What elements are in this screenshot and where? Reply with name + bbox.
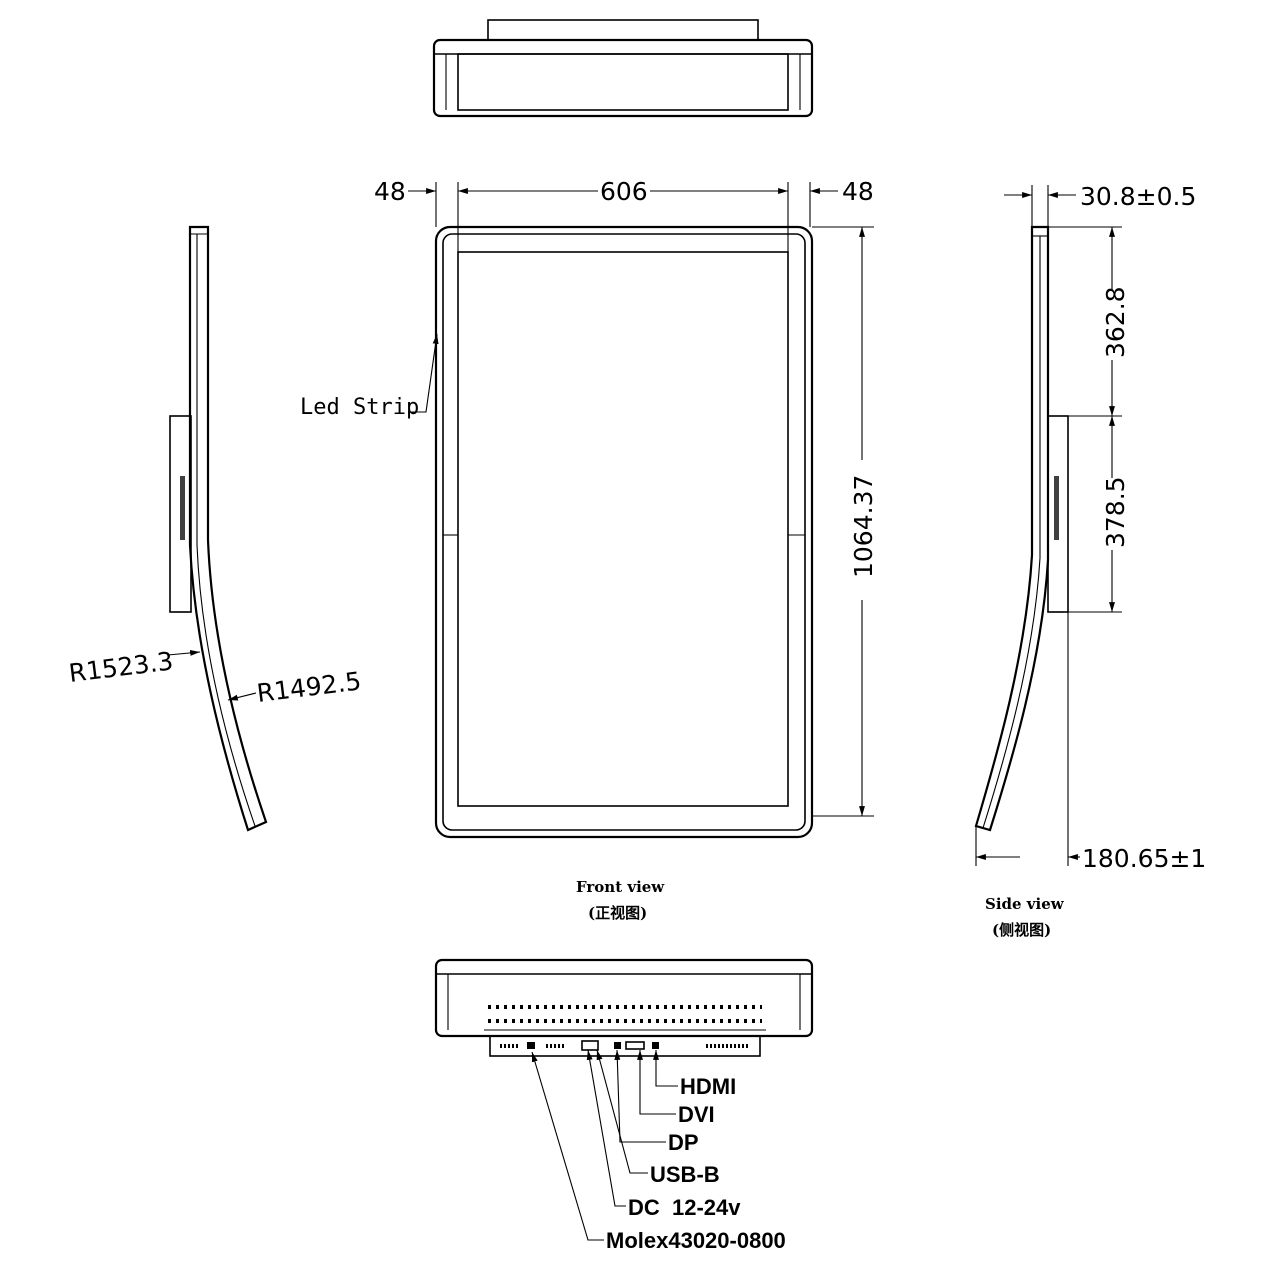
port-usb-b: USB-B [650,1162,720,1187]
vent-rows [488,1005,762,1023]
top-view [432,19,814,118]
side-view-caption: Side view [985,895,1065,913]
port-dc: DC 12-24v [628,1195,741,1220]
dim-thickness: 30.8±0.5 [1080,182,1196,211]
side-view: 30.8±0.5 362.8 378.5 180.65±1 Side view … [974,182,1206,939]
dim-left-margin: 48 [374,177,406,206]
front-view-caption-cn: (正视图) [588,904,647,922]
radius-outer: R1523.3 [67,646,175,688]
dim-depth: 180.65±1 [1082,844,1206,873]
vent-grille-left [180,476,185,540]
port-dvi: DVI [678,1102,715,1127]
bottom-view: HDMI DVI DP USB-B DC 12-24v Molex43020-0… [434,958,814,1253]
front-view-caption: Front view [576,878,665,896]
dim-width: 606 [600,177,648,206]
vent-grille-right [1054,476,1059,540]
port-dp: DP [668,1130,699,1155]
dim-upper: 362.8 [1101,286,1130,358]
connector-panel [500,1040,750,1051]
led-strip-label: Led Strip [300,395,419,420]
radius-inner: R1492.5 [255,666,363,708]
front-view: 48 606 48 1064.37 Led Strip Front view (… [300,177,878,922]
dim-box: 378.5 [1101,476,1130,548]
port-molex: Molex43020-0800 [606,1228,786,1253]
dim-height: 1064.37 [849,475,878,578]
side-view-caption-cn: (侧视图) [992,921,1051,939]
port-hdmi: HDMI [680,1074,736,1099]
dim-right-margin: 48 [842,177,874,206]
curved-side-view: R1523.3 R1492.5 [67,225,363,832]
